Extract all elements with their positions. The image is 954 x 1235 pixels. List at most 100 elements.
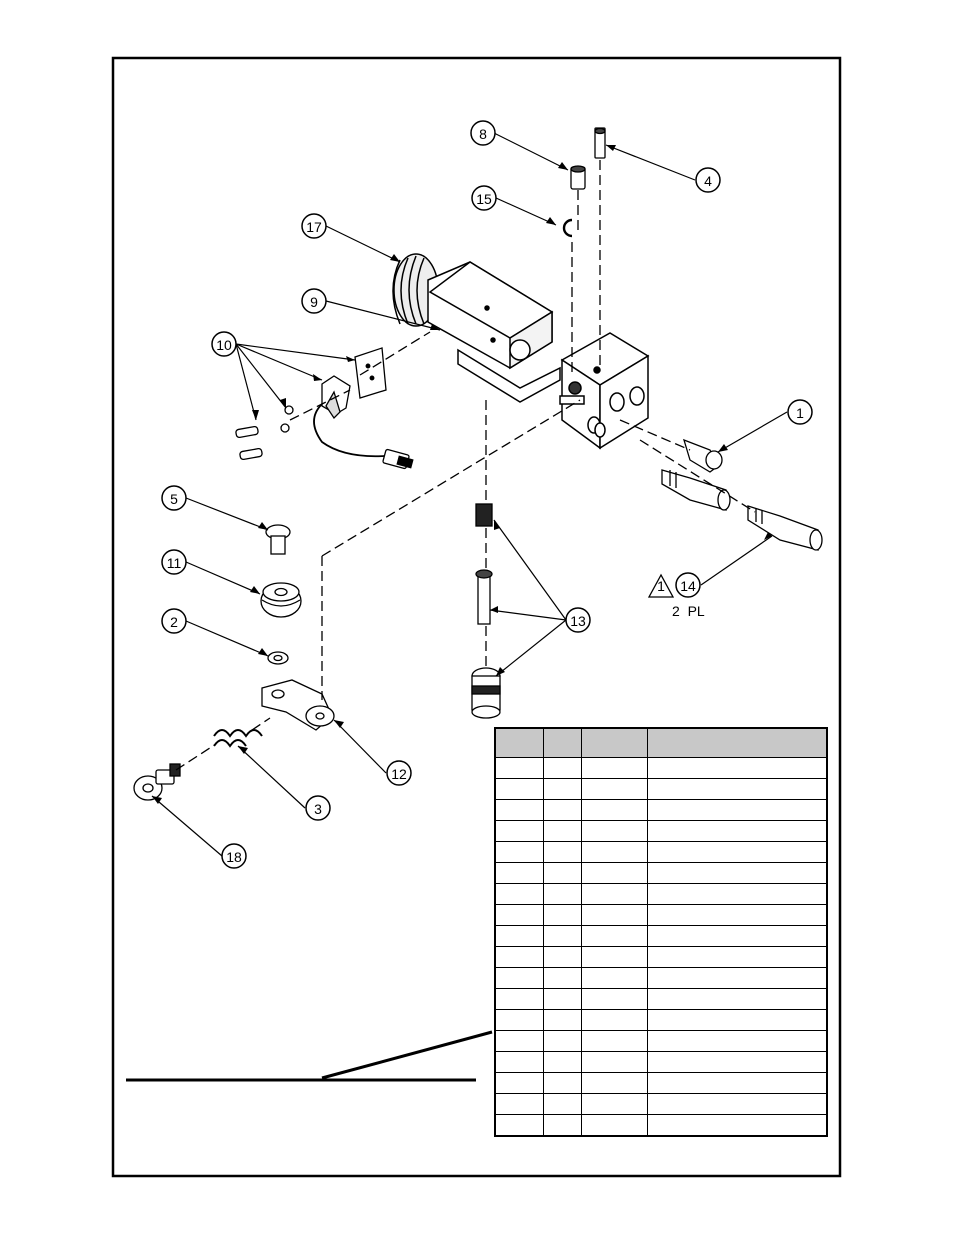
table-cell xyxy=(542,967,582,989)
callout-17: 17 xyxy=(306,219,322,235)
callout-12: 12 xyxy=(391,766,407,782)
callout-4: 4 xyxy=(704,173,712,189)
table-cell xyxy=(542,757,582,779)
table-row xyxy=(494,946,828,968)
table-cell xyxy=(542,904,582,926)
callout-9: 9 xyxy=(310,294,318,310)
balloon-18 xyxy=(221,843,247,869)
balloon-14 xyxy=(675,572,701,598)
table-cell xyxy=(494,1051,544,1073)
callout-3: 3 xyxy=(314,801,322,817)
balloon-1 xyxy=(787,399,813,425)
table-cell xyxy=(542,820,582,842)
table-row xyxy=(494,1114,828,1137)
table-cell xyxy=(494,757,544,779)
table-row xyxy=(494,799,828,821)
table-cell xyxy=(646,988,828,1010)
note-flag: 1 2 PL xyxy=(647,573,705,619)
sensor-assembly xyxy=(235,347,414,470)
footer-rule xyxy=(126,1030,493,1082)
table-cell xyxy=(542,1072,582,1094)
callout-15: 15 xyxy=(476,191,492,207)
header-cell xyxy=(580,727,648,758)
table-cell xyxy=(542,862,582,884)
table-cell xyxy=(542,1093,582,1115)
table-cell xyxy=(494,883,544,905)
table-cell xyxy=(646,757,828,779)
table-cell xyxy=(646,820,828,842)
fittings xyxy=(661,438,823,551)
table-cell xyxy=(580,1009,648,1031)
table-row xyxy=(494,1030,828,1052)
table-row xyxy=(494,1009,828,1031)
table-row xyxy=(494,778,828,800)
arrow-heads xyxy=(152,145,772,804)
table-row xyxy=(494,883,828,905)
table-cell xyxy=(542,841,582,863)
table-cell xyxy=(646,883,828,905)
table-cell xyxy=(494,1072,544,1094)
table-row xyxy=(494,757,828,779)
table-cell xyxy=(580,883,648,905)
table-cell xyxy=(646,862,828,884)
parts-table-header xyxy=(494,727,828,758)
table-row xyxy=(494,1072,828,1094)
table-cell xyxy=(646,904,828,926)
table-cell xyxy=(580,925,648,947)
table-cell xyxy=(494,1114,544,1137)
table-cell xyxy=(646,1114,828,1137)
table-row xyxy=(494,820,828,842)
callout-11: 11 xyxy=(167,555,182,571)
balloon-8 xyxy=(470,120,496,146)
callout-2: 2 xyxy=(170,614,178,630)
table-cell xyxy=(646,1093,828,1115)
callout-8: 8 xyxy=(479,126,487,142)
balloon-13 xyxy=(565,607,591,633)
top-fasteners xyxy=(562,127,606,238)
callout-18: 18 xyxy=(226,849,242,865)
balloon-17 xyxy=(301,213,327,239)
lever-parts xyxy=(133,524,335,801)
callout-5: 5 xyxy=(170,491,178,507)
parts-list-table xyxy=(494,727,828,1137)
table-cell xyxy=(542,925,582,947)
table-cell xyxy=(580,904,648,926)
table-cell xyxy=(542,799,582,821)
balloon-11 xyxy=(161,549,187,575)
table-cell xyxy=(494,925,544,947)
balloon-9 xyxy=(301,288,327,314)
table-cell xyxy=(580,1051,648,1073)
balloon-12 xyxy=(386,760,412,786)
table-cell xyxy=(646,1030,828,1052)
table-cell xyxy=(494,862,544,884)
table-row xyxy=(494,967,828,989)
table-cell xyxy=(580,1072,648,1094)
table-cell xyxy=(542,1114,582,1137)
callout-balloons xyxy=(161,120,813,869)
table-cell xyxy=(580,799,648,821)
header-cell xyxy=(494,727,544,758)
callout-14: 14 xyxy=(680,578,696,594)
table-row xyxy=(494,862,828,884)
callout-13: 13 xyxy=(570,613,586,629)
table-cell xyxy=(542,1051,582,1073)
table-cell xyxy=(494,1009,544,1031)
note-quantity-text: 2 PL xyxy=(672,603,705,619)
table-cell xyxy=(494,1030,544,1052)
table-cell xyxy=(580,862,648,884)
header-cell xyxy=(542,727,582,758)
balloon-3 xyxy=(305,795,331,821)
callout-labels: 8 4 15 17 9 10 1 5 11 2 13 14 12 3 18 xyxy=(167,126,804,865)
table-cell xyxy=(494,799,544,821)
table-cell xyxy=(580,841,648,863)
table-cell xyxy=(580,757,648,779)
table-row xyxy=(494,988,828,1010)
table-cell xyxy=(580,988,648,1010)
table-row xyxy=(494,1093,828,1115)
centerlines xyxy=(175,160,756,771)
table-cell xyxy=(580,946,648,968)
table-cell xyxy=(494,1093,544,1115)
table-cell xyxy=(494,841,544,863)
table-cell xyxy=(542,778,582,800)
